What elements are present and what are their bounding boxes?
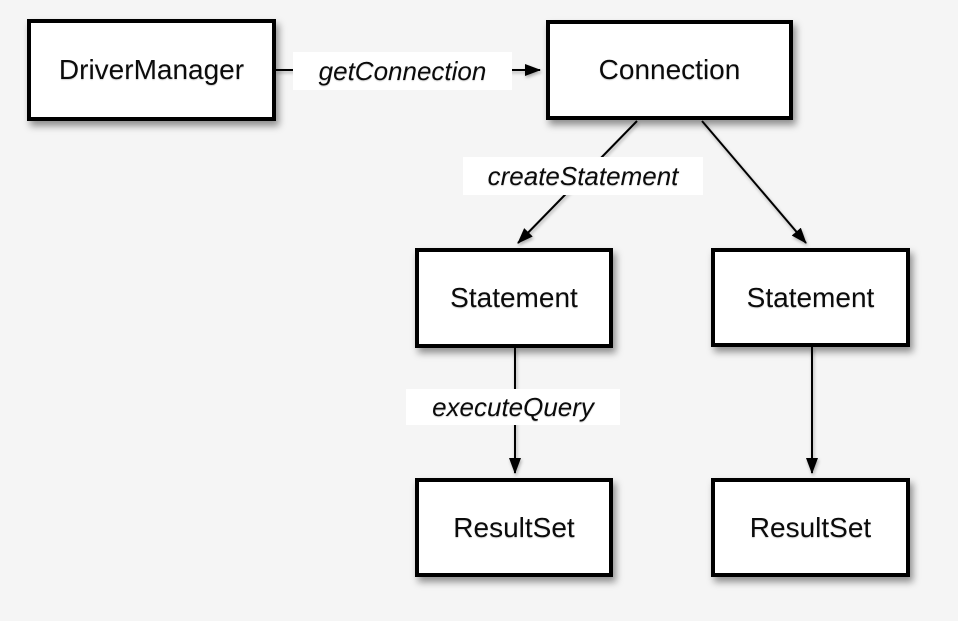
node-drivermanager: DriverManager — [27, 19, 276, 121]
node-connection: Connection — [546, 20, 793, 120]
edge-label-getconnection: getConnection — [293, 52, 512, 90]
edge-connection-to-statement2-arrow — [701, 120, 807, 244]
node-resultset-left: ResultSet — [415, 478, 613, 577]
edge-label-createstatement: createStatement — [463, 157, 703, 195]
node-resultset-right: ResultSet — [711, 478, 910, 577]
node-statement-right: Statement — [711, 248, 910, 347]
edge-label-executequery: executeQuery — [406, 389, 620, 425]
node-statement-left: Statement — [415, 248, 613, 348]
